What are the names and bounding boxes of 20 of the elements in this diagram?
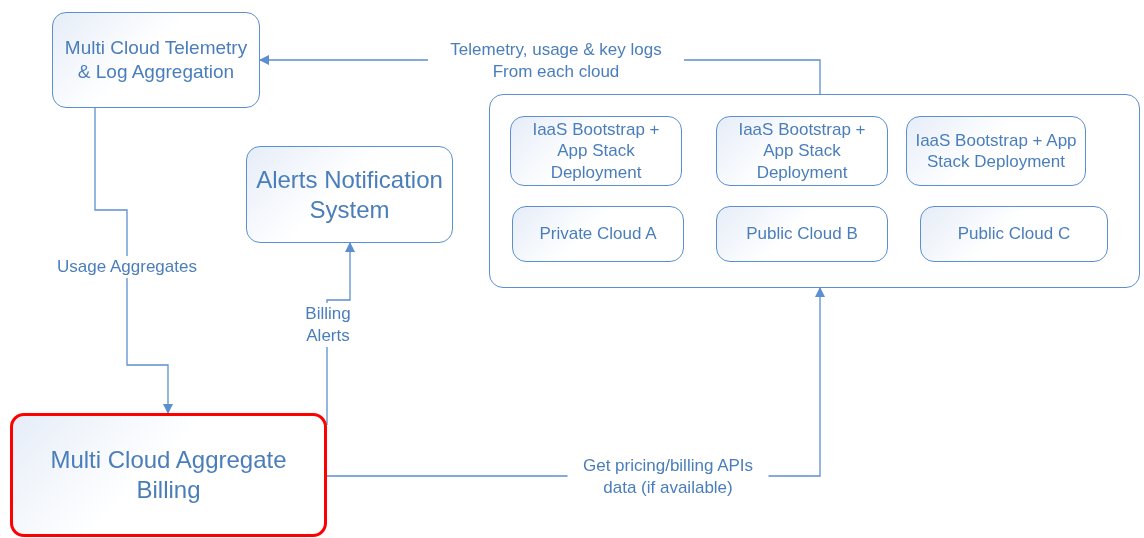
node-label: Private Cloud A (538, 223, 658, 245)
cloud-group-panel (489, 94, 1140, 288)
telemetry-aggregation-box (52, 12, 260, 108)
node-label: Public Cloud C (956, 223, 1072, 245)
node-label: IaaS Bootstrap + App Stack Deployment (531, 119, 661, 183)
deployment-box (510, 116, 682, 186)
deployment-box (906, 116, 1086, 186)
node-label: Multi Cloud Telemetry & Log Aggregation (63, 36, 249, 84)
billing-box (10, 413, 327, 537)
private-cloud-box (512, 206, 684, 262)
deployment-box (716, 116, 888, 186)
alerts-system-box (246, 146, 453, 243)
public-cloud-box (920, 206, 1108, 262)
node-label: Public Cloud B (745, 223, 859, 245)
node-label: Multi Cloud Aggregate Billing (49, 445, 288, 505)
node-label: IaaS Bootstrap + App Stack Deployment (914, 129, 1078, 173)
public-cloud-box (716, 206, 888, 262)
node-label: IaaS Bootstrap + App Stack Deployment (737, 119, 867, 183)
node-label: Alerts Notification System (255, 164, 444, 225)
arrow (94, 107, 174, 415)
